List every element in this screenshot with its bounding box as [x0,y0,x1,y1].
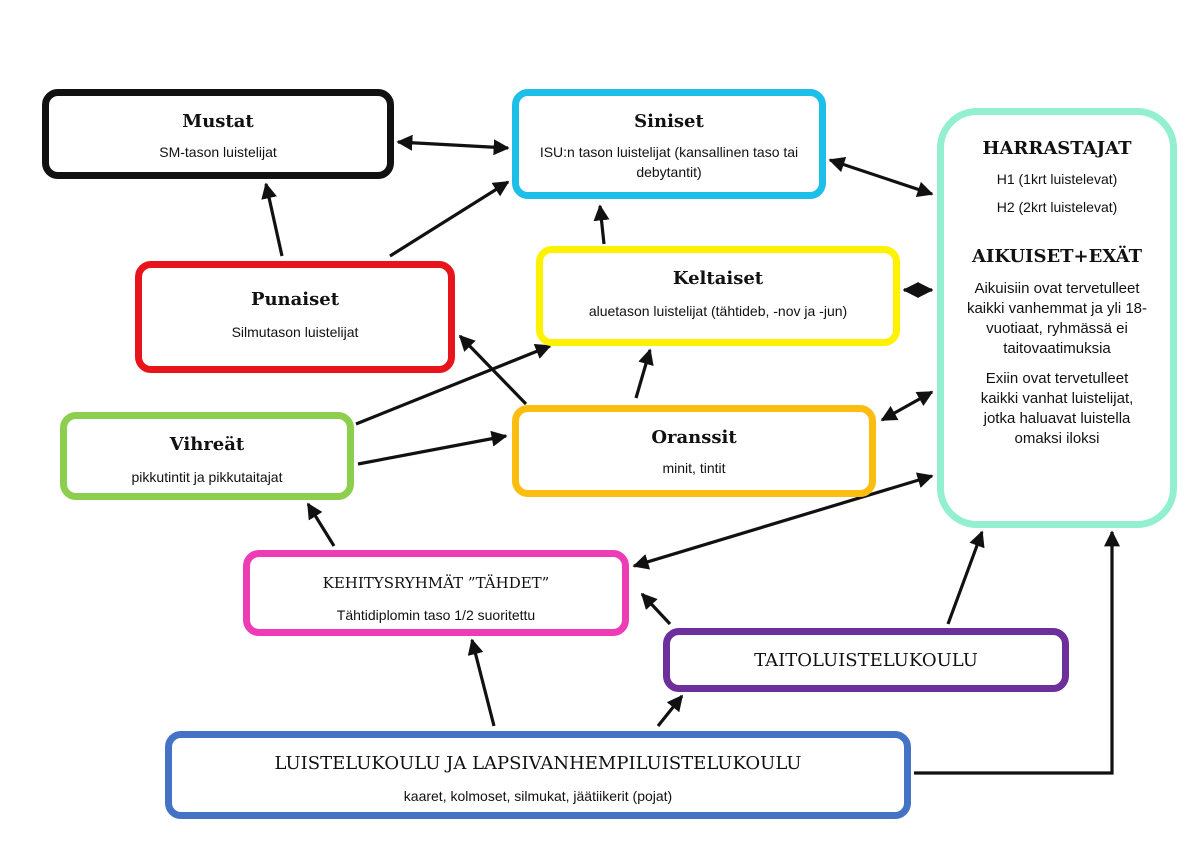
arrow-punaiset-mustat [261,182,284,257]
node-exat-description: Exiin ovat tervetulleet kaikki vanhat lu… [980,370,1134,447]
node-aikuiset-exat-title: AIKUISET+EXÄT [971,246,1143,267]
arrow-vihreat-keltaiset [355,343,552,426]
arrow-taito-kehitys [640,592,672,626]
node-punaiset-title: Punaiset [250,289,340,310]
node-oranssit-subtitle: minit, tintit [662,460,726,476]
node-harrastajat-title: HARRASTAJAT [982,138,1132,159]
node-vihreat: Vihreät pikkutintit ja pikkutaitajat [60,412,354,500]
node-siniset-subtitle: ISU:n tason luistelijat (kansallinen tas… [539,144,799,180]
node-taitoluistelukoulu-title: TAITOLUISTELUKOULU [754,650,978,671]
node-luistelukoulu: LUISTELUKOULU JA LAPSIVANHEMPILUISTELUKO… [165,731,911,819]
node-keltaiset: Keltaiset aluetason luistelijat (tähtide… [536,246,900,346]
node-keltaiset-title: Keltaiset [672,268,764,289]
arrow-luistelu-kehitys [467,638,496,727]
node-punaiset-subtitle: Silmutason luistelijat [231,324,359,340]
arrow-luistelu-harrastajat [914,530,1120,775]
arrow-taito-harrastajat [946,530,985,625]
node-siniset-title: Siniset [634,111,704,132]
arrow-siniset-harrastajat [828,156,934,198]
node-kehitysryhmat-title: KEHITYSRYHMÄT ”TÄHDET” [322,574,550,592]
node-luistelukoulu-subtitle: kaaret, kolmoset, silmukat, jäätiikerit … [403,788,673,804]
node-mustat-title: Mustat [182,111,254,132]
node-oranssit-title: Oranssit [651,427,737,448]
node-kehitysryhmat: KEHITYSRYHMÄT ”TÄHDET” Tähtidiplomin tas… [243,550,629,636]
arrow-punaiset-siniset [389,180,510,258]
arrow-oranssit-keltaiset [634,348,654,399]
arrow-kehitys-vihreat [306,502,336,547]
arrow-oranssit-harrastajat [880,390,934,422]
arrow-luistelu-taito [656,694,684,727]
node-punaiset: Punaiset Silmutason luistelijat [135,261,455,373]
node-aikuiset-description: Aikuisiin ovat tervetulleet kaikki vanhe… [966,280,1148,357]
arrow-mustat-siniset [396,134,510,156]
arrow-kehitys-harrastajat [632,472,934,570]
node-siniset: Siniset ISU:n tason luistelijat (kansall… [512,89,826,199]
node-mustat: Mustat SM-tason luistelijat [42,89,394,179]
node-vihreat-subtitle: pikkutintit ja pikkutaitajat [131,469,283,485]
node-oranssit: Oranssit minit, tintit [512,405,876,497]
node-luistelukoulu-title: LUISTELUKOULU JA LAPSIVANHEMPILUISTELUKO… [274,753,802,774]
node-kehitysryhmat-subtitle: Tähtidiplomin taso 1/2 suoritettu [336,607,536,623]
arrow-vihreat-oranssit [357,430,508,466]
node-harrastajat: HARRASTAJAT H1 (1krt luistelevat) H2 (2k… [937,108,1177,528]
node-harrastajat-h1: H1 (1krt luistelevat) [996,171,1118,187]
node-mustat-subtitle: SM-tason luistelijat [159,144,277,160]
node-vihreat-title: Vihreät [169,434,245,455]
arrow-keltaiset-siniset [593,204,610,245]
node-keltaiset-subtitle: aluetason luistelijat (tähtideb, -nov ja… [588,303,848,319]
node-harrastajat-h2: H2 (2krt luistelevat) [996,199,1118,215]
node-taitoluistelukoulu: TAITOLUISTELUKOULU [663,628,1069,692]
